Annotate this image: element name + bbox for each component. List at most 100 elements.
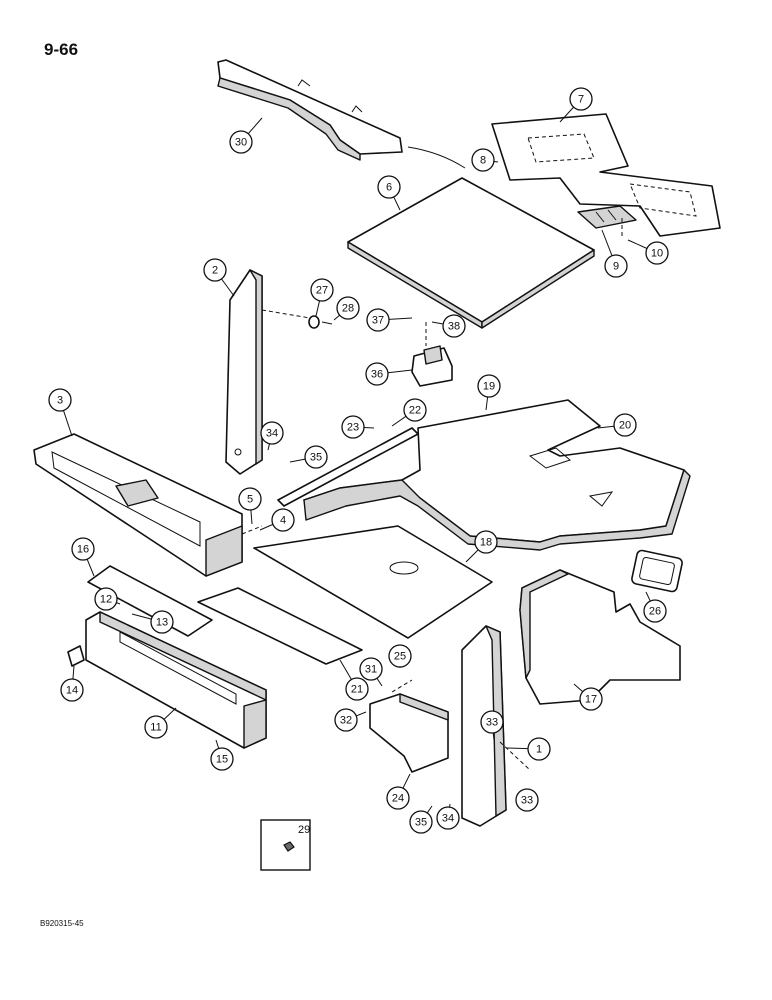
callout-32: 32	[334, 708, 358, 732]
callout-leader-33	[492, 732, 495, 741]
callout-leader-38	[431, 321, 444, 325]
callout-label: 13	[156, 617, 168, 629]
callout-label: 15	[216, 754, 228, 766]
callout-21: 21	[345, 677, 369, 701]
callout-leader-26	[645, 591, 651, 602]
callout-5: 5	[238, 487, 262, 511]
callout-leader-5	[250, 509, 253, 525]
callout-leader-31	[376, 677, 383, 687]
part-9-bracket	[577, 205, 637, 238]
callout-leader-6	[393, 196, 401, 211]
callout-34: 34	[260, 421, 284, 445]
callout-leader-7	[559, 106, 574, 123]
part-2-vertical-panel	[225, 269, 311, 475]
callout-label: 20	[619, 420, 631, 432]
callout-label: 23	[347, 422, 359, 434]
callout-leader-34	[267, 443, 270, 451]
callout-label: 33	[521, 795, 533, 807]
callout-17: 17	[579, 687, 603, 711]
callout-22: 22	[403, 398, 427, 422]
callout-leader-13	[131, 613, 152, 620]
part-24-bracket	[369, 679, 449, 773]
callout-leader-3	[63, 410, 73, 437]
callout-25: 25	[388, 644, 412, 668]
callout-10: 10	[645, 241, 669, 265]
callout-label: 2	[212, 265, 218, 277]
callout-30: 30	[229, 130, 253, 154]
page-number: 9-66	[44, 40, 79, 59]
callout-leader-2	[221, 278, 235, 297]
part-17-side-panel	[519, 569, 681, 705]
callout-label: 5	[247, 494, 253, 506]
callout-23: 23	[341, 415, 365, 439]
callout-label: 8	[480, 155, 486, 167]
callout-38: 38	[442, 314, 466, 338]
callout-7: 7	[569, 87, 593, 111]
part-29-inset: 29	[260, 819, 311, 871]
callout-label: 28	[342, 303, 354, 315]
callout-leader-19	[485, 396, 489, 411]
part-11-channel	[85, 611, 267, 749]
callout-leader-22	[391, 415, 407, 427]
callout-leader-27	[315, 300, 321, 317]
callout-35: 35	[304, 445, 328, 469]
callout-label: 24	[392, 793, 404, 805]
callout-label: 26	[649, 606, 661, 618]
callout-16: 16	[71, 537, 95, 561]
callout-leader-35	[289, 458, 306, 463]
callout-label: 35	[310, 452, 322, 464]
callout-20: 20	[613, 413, 637, 437]
callout-label: 6	[386, 182, 392, 194]
callout-leader-36	[387, 369, 413, 374]
callout-label: 1	[536, 744, 542, 756]
callout-34: 34	[436, 806, 460, 830]
callout-leader-1	[505, 747, 529, 750]
callout-label: 12	[100, 594, 112, 606]
callout-14: 14	[60, 678, 84, 702]
callout-36: 36	[365, 362, 389, 386]
callout-label: 34	[442, 813, 454, 825]
part-21-pad	[197, 587, 363, 665]
callout-35: 35	[409, 810, 433, 834]
callout-leader-28	[333, 314, 340, 321]
callout-label: 9	[613, 261, 619, 273]
callout-label: 31	[365, 664, 377, 676]
callout-leader-9	[601, 229, 613, 256]
part-30-rail	[217, 59, 466, 169]
part-26-decal	[631, 549, 683, 593]
callout-2: 2	[203, 258, 227, 282]
callout-label: 19	[483, 381, 495, 393]
callout-leader-30	[247, 117, 263, 135]
leader-lines	[63, 106, 651, 814]
callout-leader-32	[356, 711, 367, 717]
callout-leader-37	[388, 317, 413, 320]
callout-leader-18	[465, 549, 479, 563]
callout-leader-10	[627, 239, 648, 249]
callout-leader-14	[72, 665, 75, 680]
callout-label: 25	[394, 651, 406, 663]
callout-11: 11	[144, 715, 168, 739]
callout-label: 27	[316, 285, 328, 297]
callout-label: 34	[266, 428, 278, 440]
callout-label: 10	[651, 248, 663, 260]
callout-label: 7	[578, 94, 584, 106]
callout-9: 9	[604, 254, 628, 278]
callout-leader-8	[493, 160, 499, 163]
callout-label: 32	[340, 715, 352, 727]
part-19-floor-plate	[303, 399, 691, 551]
callout-37: 37	[366, 308, 390, 332]
callout-33: 33	[515, 788, 539, 812]
callout-15: 15	[210, 747, 234, 771]
callout-leader-4	[259, 523, 274, 531]
part-6-mat	[347, 177, 595, 329]
part-3-console	[33, 433, 263, 577]
callout-label: 33	[486, 717, 498, 729]
callout-27: 27	[310, 278, 334, 302]
callout-3: 3	[48, 388, 72, 412]
callout-leader-15	[215, 739, 220, 749]
callout-4: 4	[271, 508, 295, 532]
callout-19: 19	[477, 374, 501, 398]
part-7-cover-plate	[491, 113, 721, 237]
callout-6: 6	[377, 175, 401, 199]
